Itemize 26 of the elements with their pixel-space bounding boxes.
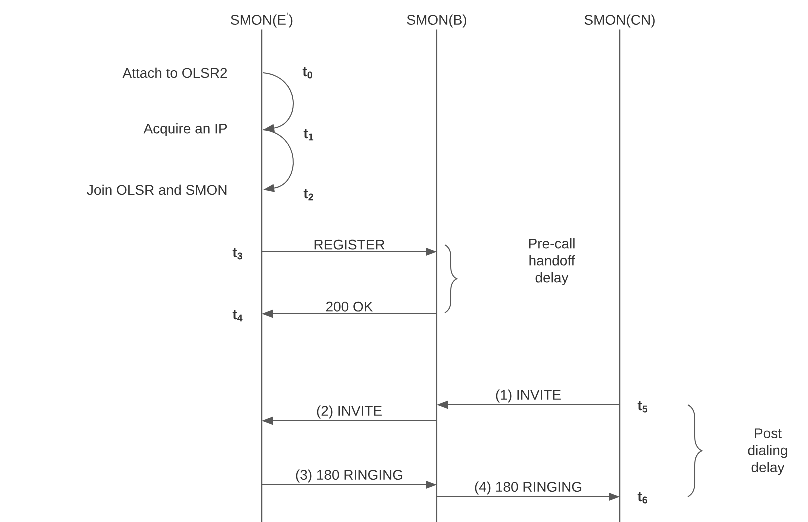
participant-label: SMON(B) — [407, 14, 466, 28]
arrow — [263, 72, 294, 132]
edge-label: (2) INVITE — [317, 406, 382, 419]
brace-label: Post dialing delay — [748, 428, 788, 476]
lifeline — [436, 30, 438, 522]
edge-label: 200 OK — [326, 302, 374, 312]
lifeline — [261, 30, 263, 522]
event-label: Acquire an IP — [144, 123, 228, 137]
edge-label: (3) 180 RINGING — [296, 470, 403, 483]
brace-label: Pre-call handoff delay — [529, 238, 576, 286]
arrow — [263, 130, 294, 192]
event-label: Join OLSR and SMON — [87, 184, 227, 196]
time-label: t$_{1}$ — [304, 129, 314, 141]
time-label: t$_{3}$ — [232, 248, 242, 260]
participant-label: SMON(CN) — [584, 14, 655, 28]
time-label: t$_{5}$ — [638, 401, 648, 413]
time-label: t$_{2}$ — [304, 189, 314, 201]
event-label: Attach to OLSR2 — [122, 68, 228, 78]
lifeline — [619, 30, 621, 522]
edge-label: (4) 180 RINGING — [475, 482, 582, 495]
time-label: t$_{4}$ — [232, 310, 243, 322]
edge-label: (1) INVITE — [496, 390, 561, 403]
time-label: t$_{0}$ — [302, 67, 312, 79]
participant-label: SMON(E$^{'}$) — [231, 12, 293, 28]
edge-label: REGISTER — [314, 240, 385, 250]
time-label: t$_{6}$ — [638, 492, 648, 504]
